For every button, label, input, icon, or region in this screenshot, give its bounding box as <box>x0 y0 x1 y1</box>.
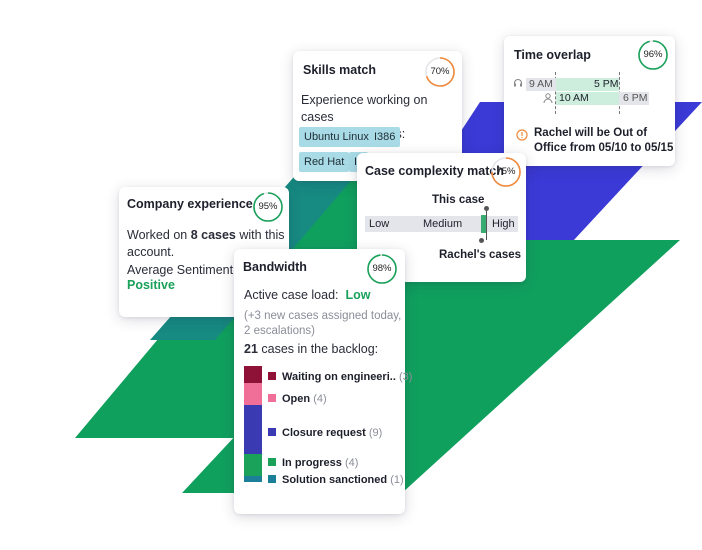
backlog-text: 21 cases in the backlog: <box>244 341 378 358</box>
level-medium: Medium <box>423 218 463 230</box>
note-line: (+3 new cases assigned today, <box>244 310 402 322</box>
card-title: Bandwidth <box>243 260 307 274</box>
ooo-line: Rachel will be Out of <box>534 127 648 139</box>
legend-count: (9) <box>368 427 383 439</box>
legend-label: In progress <box>282 457 342 469</box>
percent-ring: 95% <box>252 191 284 223</box>
card-title: Company experience <box>127 197 253 211</box>
backlog-segment <box>244 476 262 482</box>
schedule-grey-2 <box>619 92 649 105</box>
backlog-segment <box>244 366 262 383</box>
backlog-segment <box>244 382 262 405</box>
marker-dot-bottom <box>479 238 484 243</box>
complexity-scale <box>365 216 518 232</box>
case-load: Active case load: Low <box>244 287 370 304</box>
marker-dot-top <box>484 206 489 211</box>
case-complexity-card: Case complexity match 75% This case Low … <box>357 153 526 282</box>
worked-suffix: with this <box>235 228 285 242</box>
backlog-segment <box>244 404 262 455</box>
schedule-green-1 <box>556 78 619 91</box>
person-icon <box>543 93 553 104</box>
level-low: Low <box>369 218 390 230</box>
legend-count: (1) <box>390 474 404 486</box>
legend-item: Closure request (9) <box>268 427 382 439</box>
this-case-label: This case <box>432 194 485 206</box>
worked-on-text: Worked on 8 cases with this account. <box>127 227 285 261</box>
legend-swatch <box>268 372 276 380</box>
schedule-green-2 <box>556 92 619 105</box>
legend-swatch <box>268 475 276 483</box>
legend-item: Waiting on engineeri.. (3) <box>268 371 412 383</box>
worked-count: 8 cases <box>190 228 236 242</box>
load-label: Active case load: <box>244 288 339 302</box>
legend-count: (3) <box>398 371 413 383</box>
percent-ring: 98% <box>366 253 398 285</box>
percent-ring: 70% <box>424 56 456 88</box>
desc-line: Experience working on cases <box>301 93 428 124</box>
backlog-label: cases in the backlog: <box>257 342 379 356</box>
skill-tag: Red Hat <box>299 152 350 172</box>
skill-tag: Ubuntu Linux <box>299 127 374 147</box>
card-title: Skills match <box>303 63 376 77</box>
headset-icon <box>513 78 523 87</box>
legend-swatch <box>268 394 276 402</box>
backlog-segment <box>244 454 262 477</box>
legend-label: Waiting on engineeri.. <box>282 371 396 383</box>
time-overlap-card: Time overlap 96% 9 AM 5 PM 10 AM 6 PM Ra… <box>504 36 675 166</box>
alert-icon <box>516 129 528 141</box>
legend-item: Open (4) <box>268 393 327 405</box>
out-of-office-text: Rachel will be Out of Office from 05/10 … <box>534 126 673 156</box>
level-high: High <box>492 218 515 230</box>
marker-line <box>486 208 487 240</box>
backlog-count: 21 <box>244 342 258 356</box>
case-note: (+3 new cases assigned today, 2 escalati… <box>244 309 401 339</box>
skill-tag: I386 <box>369 127 401 147</box>
percent-label: 96% <box>643 49 663 60</box>
percent-label: 98% <box>372 263 392 274</box>
row2-start: 10 AM <box>559 92 589 104</box>
worked-line2: account. <box>127 245 175 259</box>
worked-prefix: Worked on <box>127 228 191 242</box>
legend-swatch <box>268 458 276 466</box>
legend-count: (4) <box>313 393 327 405</box>
legend-item: Solution sanctioned (1) <box>268 474 404 486</box>
load-value: Low <box>345 288 371 302</box>
backlog-stacked-bar <box>244 366 262 482</box>
legend-label: Closure request <box>282 427 366 439</box>
percent-label: 70% <box>430 66 450 77</box>
rachels-cases-label: Rachel's cases <box>439 249 522 261</box>
card-title: Time overlap <box>514 48 591 62</box>
legend-item: In progress (4) <box>268 457 358 469</box>
card-title: Case complexity match <box>365 164 504 178</box>
bandwidth-card: Bandwidth 98% Active case load: Low (+3 … <box>234 249 412 514</box>
overlap-guide <box>555 72 556 114</box>
percent-label: 75% <box>496 166 516 177</box>
percent-ring: 75% <box>490 156 522 188</box>
legend-label: Open <box>282 393 311 405</box>
row2-end: 6 PM <box>623 92 648 104</box>
schedule-grey-1 <box>526 78 556 91</box>
ooo-line: Office from 05/10 to 05/15 <box>534 142 674 154</box>
percent-ring: 96% <box>637 39 669 71</box>
complexity-marker <box>481 215 487 233</box>
legend-label: Solution sanctioned <box>282 474 388 486</box>
sentiment-label: Average Sentiment: <box>127 263 237 277</box>
row1-end: 5 PM <box>594 78 619 90</box>
legend-count: (4) <box>344 457 359 469</box>
note-line: 2 escalations) <box>244 325 315 337</box>
sentiment-value: Positive <box>127 278 175 292</box>
legend-swatch <box>268 428 276 436</box>
row1-start: 9 AM <box>529 78 553 90</box>
percent-label: 95% <box>258 201 278 212</box>
